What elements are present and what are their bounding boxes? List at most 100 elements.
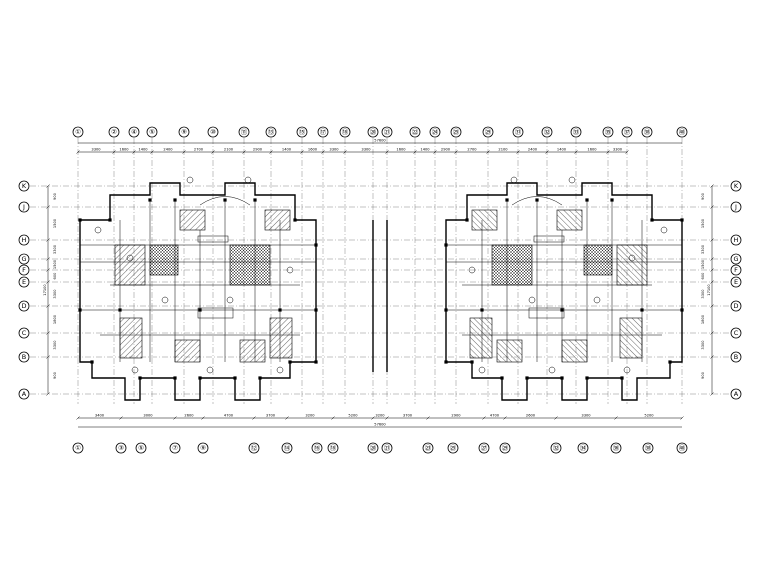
bottom-dim-text: 4700 (224, 414, 234, 418)
axis-circle (72, 442, 84, 454)
axis-label: ⑰ (320, 128, 327, 136)
top-axis-bubble: ㉙ (482, 126, 494, 138)
bottom-dim-text: 2600 (526, 414, 536, 418)
top-axis-bubble: ㊲ (621, 126, 633, 138)
bottom-axis-bubble: ⑨ (197, 442, 209, 454)
axis-label: ㉞ (580, 444, 587, 452)
bottom-dim-text: 3700 (403, 414, 413, 418)
bottom-dim-text: 3700 (266, 414, 276, 418)
column (535, 198, 539, 202)
top-total-text: 57600 (374, 139, 386, 143)
top-axis-bubble: ⑩ (207, 126, 219, 138)
top-dim-text: 1400 (420, 148, 430, 152)
axis-circle (18, 264, 30, 276)
top-dim-text: 1600 (119, 148, 129, 152)
axis-label: ㉗ (481, 444, 488, 452)
building-unit (78, 176, 318, 401)
wall-hatch (239, 339, 266, 363)
axis-label: ⑦ (172, 444, 178, 452)
axis-circle (482, 126, 494, 138)
detail-marker (568, 176, 576, 184)
bottom-axis-bubble: ㉞ (577, 442, 589, 454)
bottom-dim-tick (614, 416, 618, 420)
right-dim-tick (710, 304, 714, 308)
detail-marker (226, 296, 234, 304)
bottom-dim-text: 3200 (305, 414, 315, 418)
axis-circle (281, 442, 293, 454)
detail-marker (276, 366, 284, 374)
top-dim-text: 1600 (396, 148, 406, 152)
detail-marker (628, 254, 636, 262)
bottom-axis-bubble: ⑭ (281, 442, 293, 454)
left-axis-bubble: K (18, 180, 30, 192)
shaft-hatch (556, 209, 583, 231)
axis-label: ㉛ (515, 128, 522, 136)
top-dim-text: 3300 (613, 148, 623, 152)
note-box (197, 235, 229, 243)
axis-circle (730, 300, 742, 312)
top-dim-text: 2900 (441, 148, 451, 152)
axis-circle (296, 126, 308, 138)
axis-label: ㉕ (453, 128, 460, 136)
column (444, 360, 448, 364)
axis-circle (265, 126, 277, 138)
column (505, 198, 509, 202)
top-axis-bubble: ㉝ (570, 126, 582, 138)
wall-hatch (469, 317, 493, 359)
bottom-dim-text: 5200 (348, 414, 358, 418)
left-dim-tick (46, 205, 50, 209)
bottom-axis-bubble: ㉕ (447, 442, 459, 454)
bottom-axis-bubble: ㊱ (610, 442, 622, 454)
top-dim-tick (76, 150, 80, 154)
bottom-total-text: 57600 (374, 423, 386, 427)
left-dim-tick (46, 331, 50, 335)
left-side-dim-text: 1500 (53, 259, 57, 269)
axis-circle (642, 442, 654, 454)
axis-circle (248, 442, 260, 454)
column (314, 243, 318, 247)
detail-marker (548, 366, 556, 374)
axis-circle (478, 442, 490, 454)
bottom-axis-bubble: ⑳ (367, 442, 379, 454)
note-box (528, 307, 565, 319)
axis-label: K (734, 182, 739, 190)
detail-marker (244, 176, 252, 184)
left-side-dim-text: 1500 (53, 218, 57, 228)
top-axis-bubble: ㉑ (381, 126, 393, 138)
top-dim-text: 1400 (282, 148, 292, 152)
top-dim-text: 2400 (528, 148, 538, 152)
note-box (197, 307, 234, 319)
axis-circle (339, 126, 351, 138)
detail-marker (623, 366, 631, 374)
left-side-dim-text: 900 (53, 371, 57, 379)
bottom-dim-tick (76, 416, 80, 420)
column (223, 198, 227, 202)
axis-circle (207, 126, 219, 138)
right-side-dim-text: 900 (701, 192, 705, 200)
left-axis-bubble: J (18, 201, 30, 213)
axis-circle (409, 126, 421, 138)
column (444, 243, 448, 247)
column (610, 198, 614, 202)
left-axis-bubble: G (18, 253, 30, 265)
axis-circle (730, 276, 742, 288)
axis-label: ㉑ (384, 128, 391, 136)
left-axis-bubble: A (18, 388, 30, 400)
top-dim-tick (321, 150, 325, 154)
left-dim-tick (46, 184, 50, 188)
axis-label: ⑱ (342, 128, 349, 136)
top-dim-tick (486, 150, 490, 154)
left-dim-tick (46, 355, 50, 359)
right-side-dim-text: 1800 (701, 314, 705, 324)
axis-label: E (734, 278, 738, 286)
top-dim-tick (454, 150, 458, 154)
top-dim-tick (433, 150, 437, 154)
axis-circle (367, 442, 379, 454)
axis-label: ㉓ (425, 444, 432, 452)
axis-label: ⑨ (181, 128, 187, 136)
curved-wall (199, 196, 251, 206)
column (668, 360, 672, 364)
stair-shaft (616, 244, 648, 286)
core-hatch (583, 244, 613, 276)
